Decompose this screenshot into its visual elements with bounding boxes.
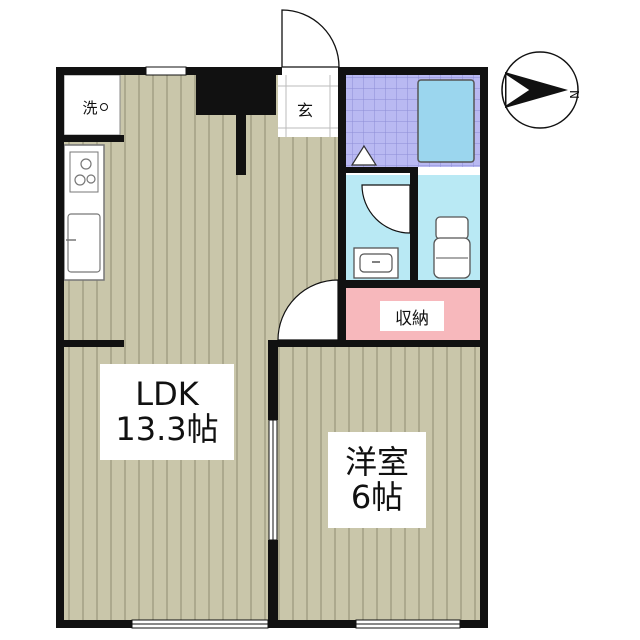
front-door-swing <box>281 9 340 68</box>
wash-basin-icon <box>353 247 399 279</box>
bathtub <box>417 79 475 163</box>
washer-label: 洗 <box>72 95 118 119</box>
compass-north-label: N <box>567 90 581 99</box>
walls <box>56 67 488 628</box>
washer-space <box>63 74 121 136</box>
stove-icon <box>69 151 99 193</box>
windows <box>131 66 461 629</box>
bath-drain-icon <box>350 144 378 166</box>
washroom-door-swing <box>361 184 411 234</box>
western-room-label: 洋室 6帖 <box>328 432 426 528</box>
storage-label-text: 収納 <box>395 308 429 329</box>
kitchen-sink-icon <box>66 213 101 273</box>
entrance-label: 玄 <box>290 96 320 122</box>
western-room-name: 洋室 <box>344 443 409 482</box>
entrance-label-text: 玄 <box>296 101 313 120</box>
compass-needle-icon <box>505 72 568 108</box>
ldk-room-size: 13.3帖 <box>115 410 219 448</box>
sliding-door <box>268 419 278 541</box>
washer-circle-icon <box>99 103 108 111</box>
entrance-tile-grid <box>278 75 338 137</box>
compass: N <box>501 51 581 129</box>
ldk-room-name: LDK <box>135 375 199 414</box>
ldk-label: LDK 13.3帖 <box>100 364 234 460</box>
toilet-icon <box>433 216 471 279</box>
storage-label: 収納 <box>380 301 444 331</box>
washer-label-text: 洗 <box>82 98 98 117</box>
western-room-size: 6帖 <box>350 478 404 516</box>
western-door-swing <box>277 279 339 341</box>
